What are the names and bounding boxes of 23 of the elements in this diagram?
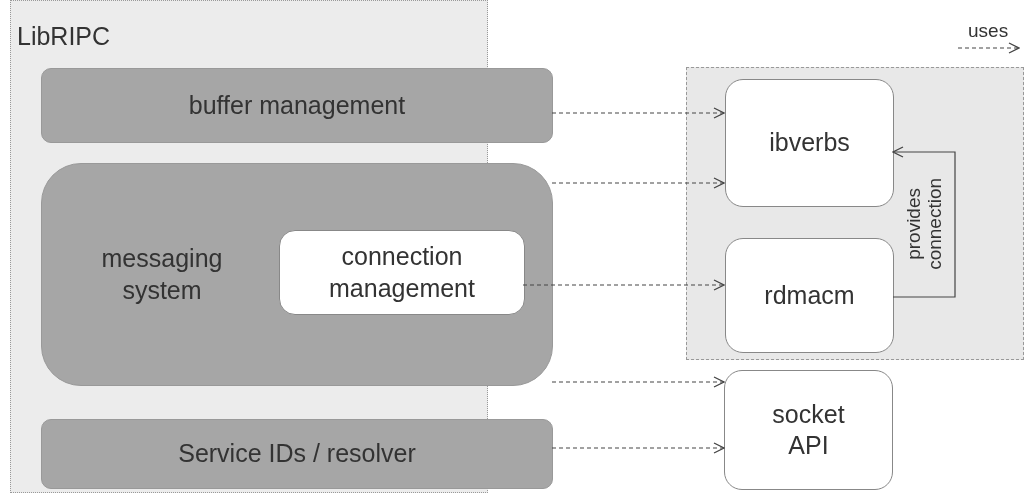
- library-box: [725, 238, 894, 353]
- component-box: [41, 68, 553, 143]
- component-label: socket API: [771, 398, 846, 461]
- arrow: [522, 279, 725, 291]
- arrow: [892, 146, 956, 298]
- component-label: connection management: [328, 241, 476, 304]
- component-box: [41, 419, 553, 489]
- arrow: [551, 107, 725, 119]
- component-label: buffer management: [188, 89, 406, 121]
- arrow: [551, 376, 725, 388]
- library-box: [725, 79, 894, 207]
- panel-title: LibRIPC: [17, 21, 111, 52]
- component-box: [41, 163, 553, 386]
- component-label: Service IDs / resolver: [178, 438, 416, 470]
- arrow: [551, 442, 725, 454]
- component-label: rdmacm: [764, 279, 855, 311]
- component-box: [279, 230, 525, 315]
- legend-label: uses: [968, 20, 1009, 42]
- library-box: [724, 370, 893, 490]
- group-panel: [686, 67, 1024, 360]
- arrow: [551, 177, 725, 189]
- component-label: ibverbs: [769, 127, 850, 159]
- component-label: messaging system: [100, 243, 224, 306]
